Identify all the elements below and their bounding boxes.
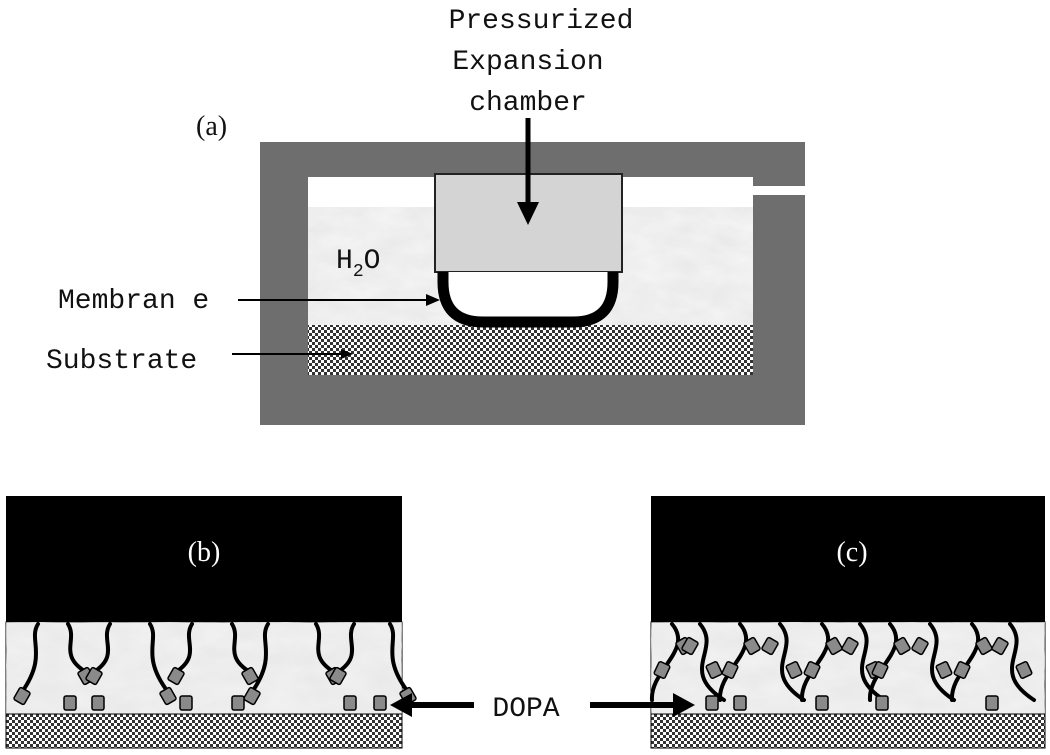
- polymer-chain: [20, 622, 40, 694]
- dopa-group: [761, 636, 779, 656]
- dopa-group: [825, 636, 843, 656]
- dopa-group-bound: [63, 695, 77, 711]
- dopa-group-bound: [343, 695, 357, 711]
- polymer-chain: [66, 622, 88, 674]
- polymer-chain: [314, 622, 336, 674]
- polymer-chain: [928, 622, 956, 702]
- membrane-label: Membran e: [58, 286, 209, 317]
- dopa-group: [721, 661, 739, 679]
- substrate-c: [650, 713, 1046, 749]
- dopa-group-bound: [705, 695, 719, 711]
- dopa-group-bound: [179, 695, 193, 711]
- substrate: [308, 325, 753, 375]
- polymer-chain: [388, 622, 410, 694]
- polymer-chain: [698, 622, 726, 702]
- panel-b-label: (b): [188, 537, 221, 568]
- chamber-title-line-2: Expansion: [452, 47, 603, 78]
- dopa-group: [991, 636, 1009, 656]
- dopa-group: [13, 686, 31, 706]
- dopa-group-bound: [875, 695, 889, 711]
- dopa-group: [243, 686, 261, 706]
- chamber-title-line-3: chamber: [469, 88, 587, 119]
- polymer-chain: [717, 622, 749, 702]
- dopa-group: [1015, 661, 1033, 679]
- dopa-group: [329, 666, 347, 686]
- dopa-arrowhead-right: [673, 693, 695, 717]
- dopa-group: [167, 666, 185, 686]
- polymer-chain: [649, 622, 681, 702]
- dopa-group: [841, 636, 859, 656]
- panel-b: (b): [5, 496, 417, 749]
- dopa-group-bound: [373, 695, 387, 711]
- dopa-group: [653, 661, 671, 679]
- dopa-group-bound: [231, 695, 245, 711]
- polymer-chain: [778, 622, 806, 702]
- dopa-group: [953, 661, 971, 679]
- polymer-chain: [1008, 622, 1036, 702]
- polymer-chain: [799, 622, 831, 702]
- polymer-chain: [949, 622, 981, 702]
- dopa-arrowhead-left: [390, 693, 412, 717]
- membrane: [437, 272, 619, 328]
- polymer-chain: [336, 622, 356, 674]
- water-label: H2O: [336, 246, 380, 282]
- substrate-arrowhead: [341, 349, 353, 359]
- polymer-chain: [250, 622, 270, 694]
- polymer-chain: [867, 622, 899, 702]
- substrate-b: [5, 713, 403, 749]
- panel-a-label: (a): [196, 111, 227, 142]
- dopa-group: [743, 636, 761, 656]
- dopa-group: [803, 661, 821, 679]
- vent-gap: [752, 186, 805, 195]
- panel-c-label: (c): [836, 537, 867, 568]
- dopa-group-bound: [815, 695, 829, 711]
- dopa-label: DOPA: [492, 694, 559, 725]
- dopa-group: [935, 661, 953, 679]
- dopa-group-bound: [985, 695, 999, 711]
- dopa-group: [975, 636, 993, 656]
- dopa-group: [241, 666, 259, 686]
- dopa-group: [681, 636, 699, 656]
- polymer-chains-c: [649, 622, 1036, 711]
- chamber-title-line-1: Pressurized: [449, 6, 634, 37]
- membrane-arrowhead: [426, 294, 440, 306]
- dopa-group-bound: [733, 695, 747, 711]
- polymer-chain: [92, 622, 112, 674]
- dopa-group: [785, 661, 803, 679]
- dopa-group: [705, 661, 723, 679]
- polymer-chain: [148, 622, 170, 694]
- dopa-group: [911, 636, 929, 656]
- substrate-label: Substrate: [46, 346, 197, 377]
- dopa-group: [85, 666, 103, 686]
- dopa-group: [871, 661, 889, 679]
- dopa-annotation: DOPA: [390, 693, 695, 725]
- panel-c: (c): [649, 496, 1046, 749]
- surface-block-b: [6, 496, 402, 622]
- chamber-arrowhead: [517, 202, 539, 225]
- polymer-chain: [230, 622, 252, 674]
- dopa-group-bound: [91, 695, 105, 711]
- polymer-chain: [174, 622, 194, 674]
- dopa-group: [159, 686, 177, 706]
- panel-a: (a) Pressurized Expansion chamber H2O Me…: [46, 6, 805, 425]
- surface-block-c: [651, 496, 1045, 622]
- dopa-group: [893, 636, 911, 656]
